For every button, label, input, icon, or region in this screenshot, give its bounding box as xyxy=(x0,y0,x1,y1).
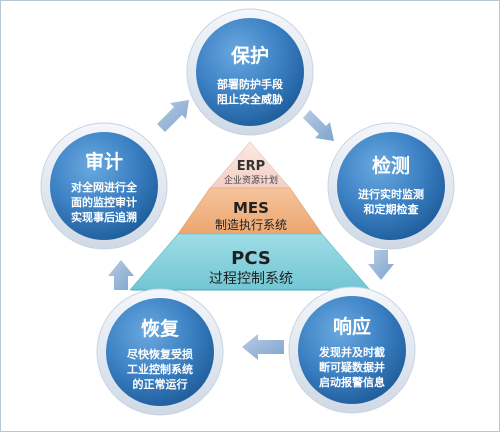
arrow-detect-to-respond xyxy=(368,250,394,280)
pcs-subtitle: 过程控制系统 xyxy=(209,271,293,287)
recover-line-2: 工业控制系统 xyxy=(127,362,193,376)
protect-circle xyxy=(196,18,304,126)
protect-title: 保护 xyxy=(230,44,269,67)
arrow-respond-to-recover xyxy=(242,334,284,360)
node-audit: 审计 对全网进行全 面的监控审计 实现事后追溯 xyxy=(40,122,168,250)
mes-subtitle: 制造执行系统 xyxy=(215,218,287,232)
recover-line-3: 的正常运行 xyxy=(133,377,188,391)
node-respond: 响应 发现并及时截 断可疑数据并 启动报警信息 xyxy=(288,286,416,414)
pcs-title: PCS xyxy=(231,248,271,269)
detect-line-1: 进行实时监测 xyxy=(358,187,424,201)
node-recover: 恢复 尽快恢复受损 工业控制系统 的正常运行 xyxy=(96,288,224,416)
audit-title: 审计 xyxy=(85,150,123,173)
recover-line-1: 尽快恢复受损 xyxy=(127,347,193,361)
respond-line-3: 启动报警信息 xyxy=(319,375,385,389)
respond-line-1: 发现并及时截 xyxy=(318,345,385,359)
protect-line-1: 部署防护手段 xyxy=(217,77,283,91)
audit-line-3: 实现事后追溯 xyxy=(71,210,137,224)
arrow-protect-to-detect xyxy=(303,110,334,141)
detect-title: 检测 xyxy=(372,154,410,177)
recover-title: 恢复 xyxy=(141,317,180,340)
cycle-arrows xyxy=(108,100,394,360)
respond-circle xyxy=(298,296,406,404)
erp-title: ERP xyxy=(237,159,265,174)
audit-circle xyxy=(50,132,158,240)
recover-circle xyxy=(106,298,214,406)
detect-circle xyxy=(337,132,445,240)
erp-subtitle: 企业资源计划 xyxy=(224,174,278,186)
arrow-audit-to-protect xyxy=(157,100,189,132)
respond-title: 响应 xyxy=(333,315,371,338)
arrow-recover-to-audit xyxy=(108,260,134,290)
node-protect: 保护 部署防护手段 阻止安全威胁 xyxy=(186,8,314,136)
mes-title: MES xyxy=(233,199,269,217)
system-pyramid: ERP 企业资源计划 MES 制造执行系统 PCS 过程控制系统 xyxy=(129,141,371,291)
node-detect: 检测 进行实时监测 和定期检查 xyxy=(327,122,455,250)
protect-line-2: 阻止安全威胁 xyxy=(217,92,283,106)
audit-line-2: 面的监控审计 xyxy=(71,195,137,209)
detect-line-2: 和定期检查 xyxy=(364,202,419,216)
respond-line-2: 断可疑数据并 xyxy=(319,360,385,374)
audit-line-1: 对全网进行全 xyxy=(71,180,138,194)
